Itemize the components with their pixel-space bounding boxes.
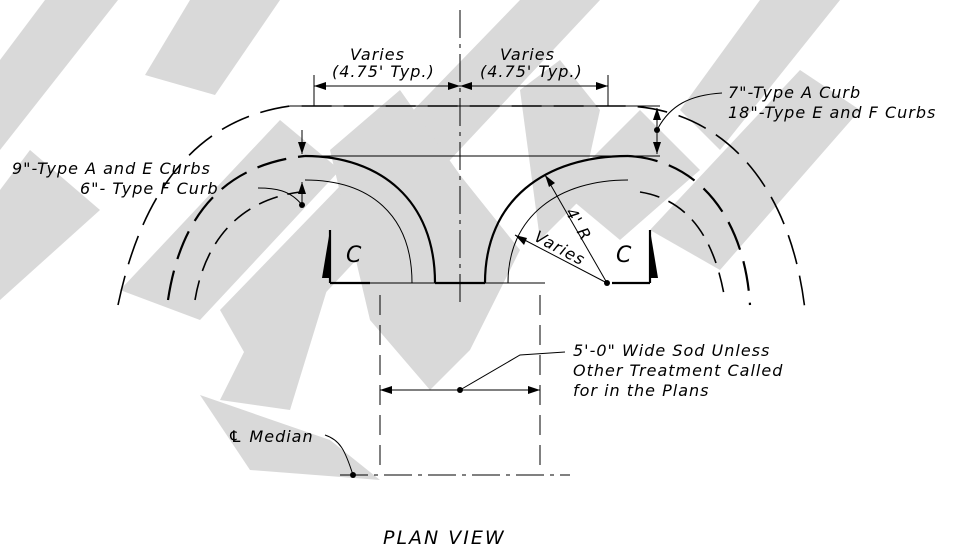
curb-left-label-1: 9"-Type A and E Curbs [12, 159, 211, 178]
section-marker-left [322, 230, 370, 285]
curb-right-label-2: 18"-Type E and F Curbs [728, 103, 936, 122]
top-right-typ-label: (4.75' Typ.) [480, 62, 583, 81]
right-curb-back-line [627, 154, 752, 306]
curb-right-label-1: 7"-Type A Curb [728, 83, 861, 102]
outer-curb-line [117, 105, 806, 311]
drawing-title: PLAN VIEW [383, 527, 506, 549]
median-label: ℄ Median [228, 427, 314, 446]
draft-watermark [0, 0, 860, 480]
left-curb-back-line [166, 154, 306, 301]
top-right-varies-label: Varies [500, 45, 555, 64]
radius-line [544, 174, 608, 284]
sod-label-3: for in the Plans [573, 381, 709, 400]
section-label-left: C [346, 243, 362, 268]
left-curb-leader [257, 187, 303, 206]
median-leader [324, 434, 354, 476]
top-left-typ-label: (4.75' Typ.) [332, 62, 435, 81]
varies-line [514, 234, 608, 284]
right-nose-outer-arc [483, 154, 629, 284]
right-nose-inner-arc [507, 179, 629, 284]
section-marker-right [612, 230, 658, 285]
left-nose-inner-arc [304, 179, 413, 284]
section-label-right: C [616, 243, 632, 268]
sod-label-2: Other Treatment Called [573, 361, 783, 380]
top-left-varies-label: Varies [350, 45, 405, 64]
right-curb-inner-line [639, 191, 726, 301]
sod-leader [459, 351, 566, 391]
right-curb-leader [656, 92, 723, 131]
sod-label-1: 5'-0" Wide Sod Unless [573, 341, 770, 360]
left-nose-outer-arc [304, 154, 437, 284]
curb-left-label-2: 6"- Type F Curb [80, 179, 219, 198]
